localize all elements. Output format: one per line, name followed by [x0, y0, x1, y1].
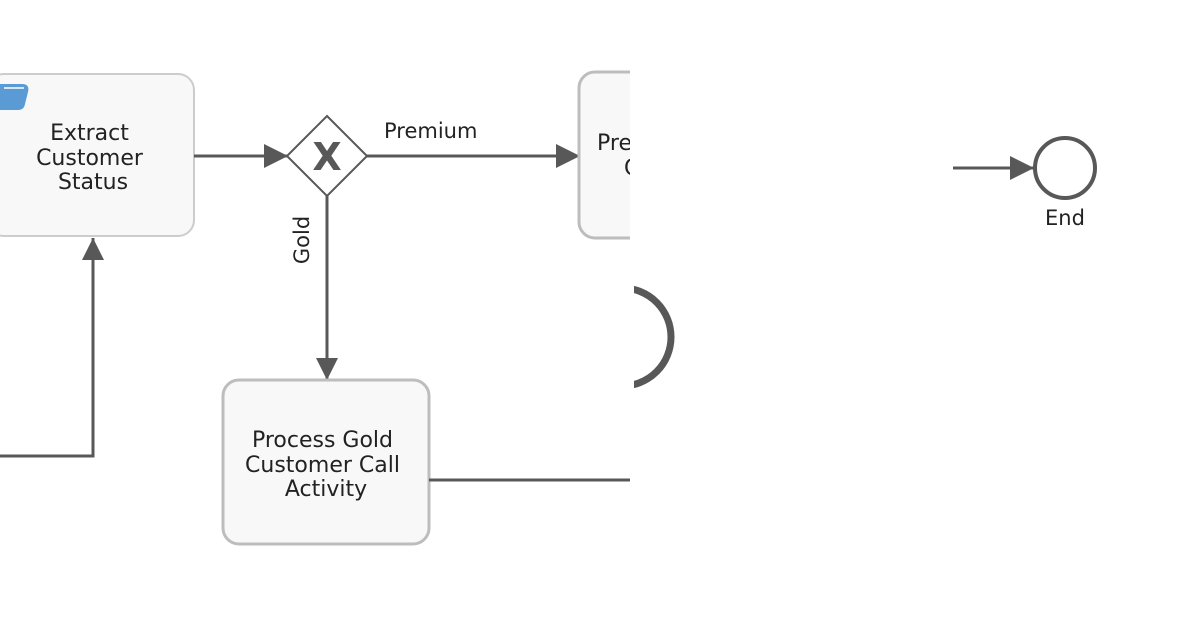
- event-partial[interactable]: [573, 285, 675, 389]
- task-label-line: Customer: [36, 146, 144, 171]
- task-label-line: Status: [58, 170, 128, 195]
- flow-gold-label: Gold: [290, 216, 314, 264]
- task-premium-partial[interactable]: Pre C: [577, 70, 785, 240]
- task-label-line: Activity: [285, 477, 367, 502]
- task-extract-customer-status[interactable]: Extract Customer Status: [0, 73, 195, 237]
- task-label: Process Gold Customer Call Activity: [245, 428, 407, 502]
- task-shape: [577, 70, 630, 240]
- task-label: Pre C: [597, 131, 639, 181]
- exclusive-gateway[interactable]: X: [285, 114, 369, 198]
- task-label-line: Process Gold: [252, 428, 393, 453]
- task-label-line: C: [624, 156, 639, 181]
- flow-premium-label: Premium: [384, 119, 477, 143]
- end-event-label: End: [1045, 206, 1085, 230]
- loop-back-flow[interactable]: [0, 238, 104, 458]
- end-event[interactable]: End: [1033, 136, 1097, 230]
- task-shape: [221, 378, 431, 546]
- event-circle: [634, 285, 675, 389]
- task-label-line: Pre: [597, 131, 632, 156]
- end-event-circle: [1033, 136, 1097, 200]
- script-task-icon: [0, 84, 29, 110]
- task-label-line: Extract: [50, 121, 129, 146]
- task-label-line: Customer Call: [245, 453, 400, 478]
- gateway-x-icon: X: [312, 135, 341, 179]
- task-process-gold-customer-call[interactable]: Process Gold Customer Call Activity: [221, 378, 431, 546]
- task-label: Extract Customer Status: [36, 121, 150, 195]
